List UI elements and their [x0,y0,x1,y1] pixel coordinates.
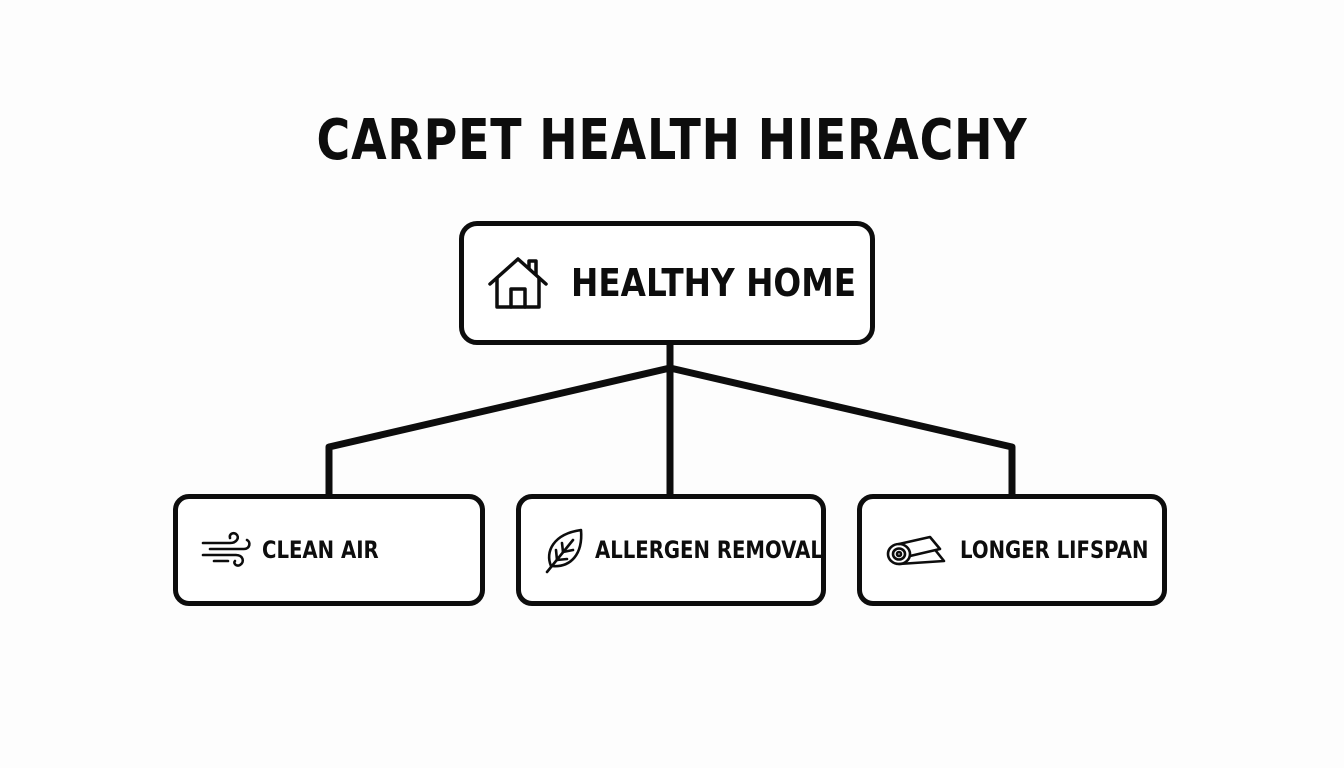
connector-longer-lifespan [669,364,1016,496]
leaf-icon [543,526,585,574]
wind-icon [200,530,252,570]
diagram-title: CARPET HEALTH HIERACHY [316,108,1028,173]
node-allergen-removal: ALLERGEN REMOVAL [516,494,826,606]
node-clean-air: CLEAN AIR [173,494,485,606]
connector-clean-air [325,364,671,496]
node-label: LONGER LIFSPAN [960,536,1149,564]
node-label: HEALTHY HOME [571,261,857,305]
node-longer-lifespan: LONGER LIFSPAN [857,494,1167,606]
node-label: CLEAN AIR [262,536,379,564]
node-healthy-home: HEALTHY HOME [459,221,875,345]
house-icon [487,255,549,311]
carpet-roll-icon [884,530,950,570]
node-label: ALLERGEN REMOVAL [595,536,823,564]
